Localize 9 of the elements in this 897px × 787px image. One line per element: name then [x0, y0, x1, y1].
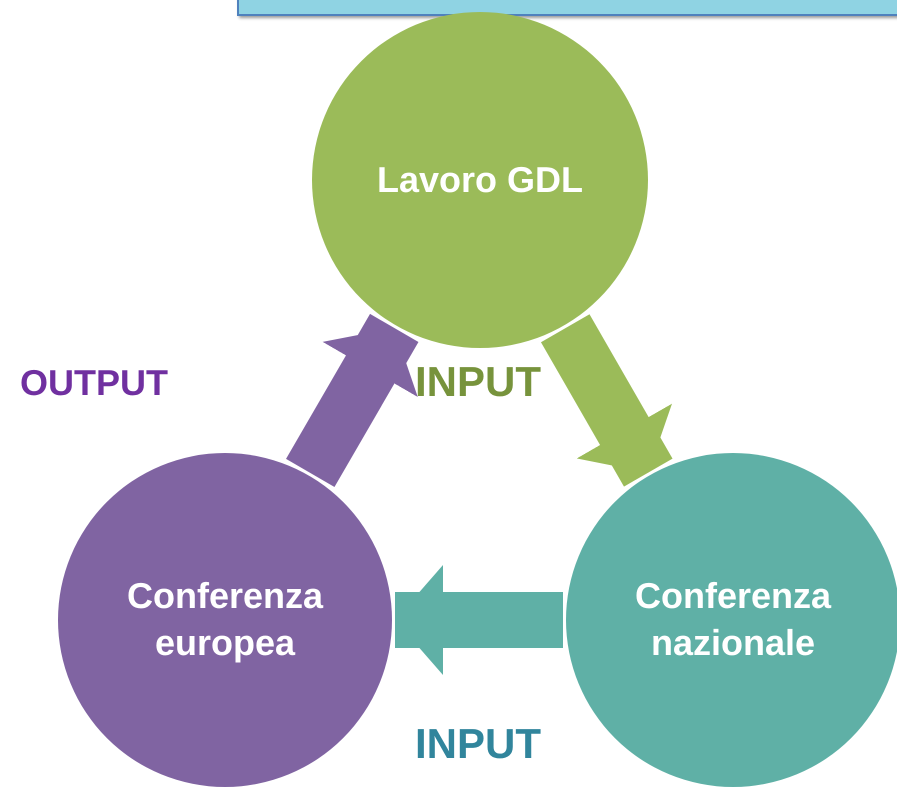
- node-label: Lavoro GDL: [376, 158, 584, 202]
- node-label: Conferenza nazionale: [634, 574, 832, 665]
- edge-label: INPUT: [415, 358, 541, 406]
- block-arrow: [286, 314, 418, 487]
- block-arrow: [540, 314, 673, 487]
- edge-label: INPUT: [415, 720, 541, 768]
- node-label: Conferenza europea: [126, 574, 324, 665]
- edge-label: OUTPUT: [20, 362, 168, 404]
- block-arrow: [395, 565, 563, 675]
